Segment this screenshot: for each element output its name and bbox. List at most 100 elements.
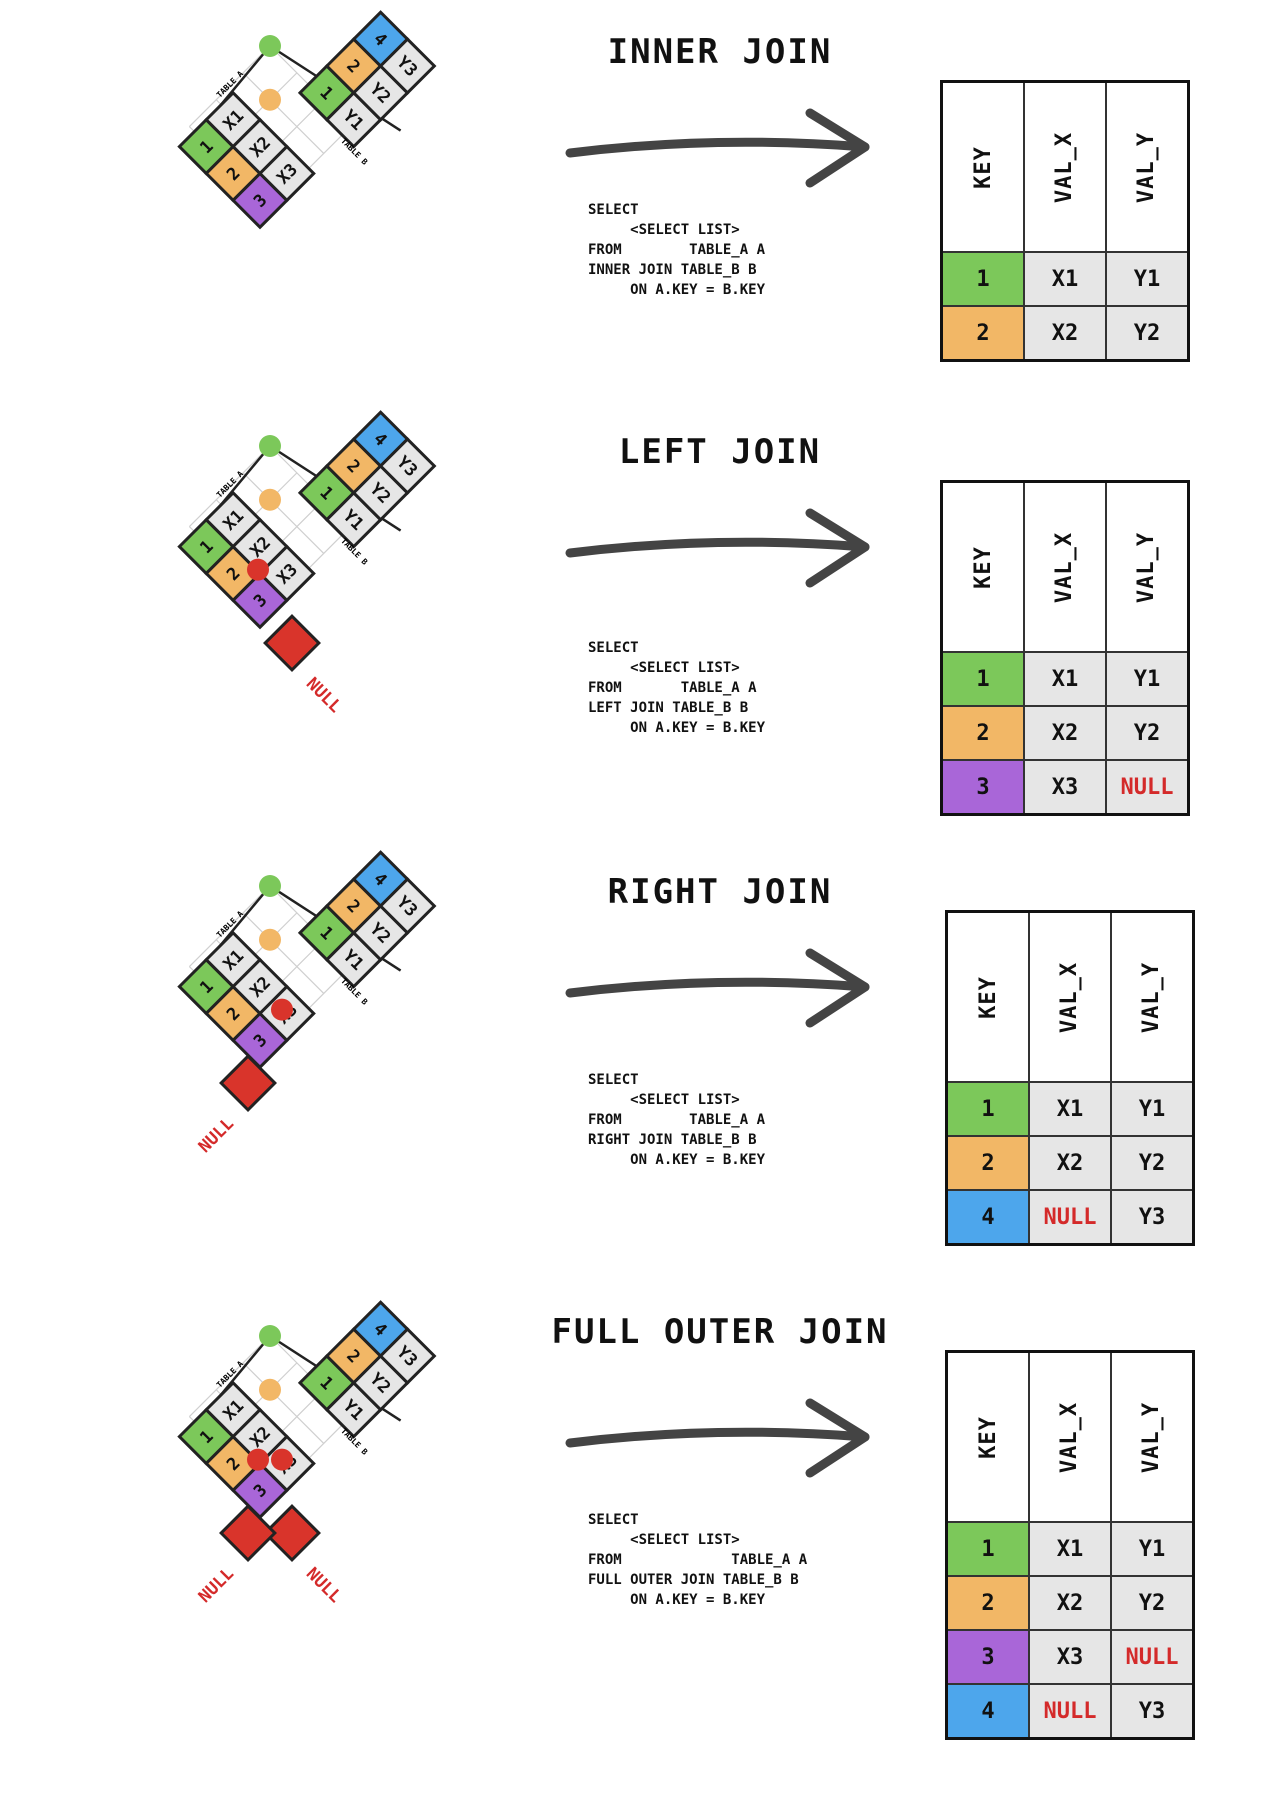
- b-value-cell-bg: [378, 877, 437, 935]
- val-y-cell: Y1: [1110, 1521, 1195, 1577]
- key-cell: 2: [945, 1135, 1030, 1191]
- column-header-label: VAL_X: [1052, 131, 1078, 203]
- key-cell: 3: [940, 759, 1025, 816]
- column-header-label: VAL_Y: [1134, 131, 1160, 203]
- result-header-row: KEY VAL_X VAL_Y: [940, 80, 1190, 253]
- column-header-label: VAL_Y: [1134, 531, 1160, 603]
- column-header: VAL_Y: [1110, 1350, 1195, 1523]
- result-header-row: KEY VAL_X VAL_Y: [945, 1350, 1195, 1523]
- val-x-cell: X1: [1023, 651, 1107, 707]
- key-cell: 2: [945, 1575, 1030, 1631]
- key-cell: 4: [945, 1189, 1030, 1246]
- val-x-cell: X2: [1028, 1135, 1112, 1191]
- null-label: NULL: [195, 1114, 238, 1157]
- grid-line: [242, 72, 325, 154]
- match-dot-key1: [259, 1325, 281, 1347]
- match-dot-key1: [259, 875, 281, 897]
- column-header: KEY: [945, 1350, 1030, 1523]
- join-title: LEFT JOIN: [618, 432, 822, 472]
- val-x-cell: X2: [1028, 1575, 1112, 1631]
- null-label: NULL: [302, 1564, 345, 1607]
- join-title: RIGHT JOIN: [607, 872, 833, 912]
- join-title: INNER JOIN: [607, 32, 833, 72]
- column-header: KEY: [940, 80, 1025, 253]
- grid-line: [242, 1362, 325, 1444]
- join-title: FULL OUTER JOIN: [551, 1312, 889, 1352]
- column-header-label: KEY: [970, 545, 996, 589]
- key-cell: 2: [940, 305, 1025, 362]
- null-block: [219, 1054, 277, 1113]
- val-y-cell: Y2: [1110, 1135, 1195, 1191]
- column-header: VAL_X: [1023, 80, 1107, 253]
- val-x-cell: X2: [1023, 305, 1107, 362]
- grid-line: [242, 912, 325, 994]
- arrow-right-icon: [565, 948, 870, 1028]
- b-value-cell-bg: [378, 437, 437, 495]
- result-header-row: KEY VAL_X VAL_Y: [940, 480, 1190, 653]
- val-y-cell: Y1: [1110, 1081, 1195, 1137]
- val-y-cell: Y2: [1110, 1575, 1195, 1631]
- val-y-cell: Y3: [1110, 1189, 1195, 1246]
- match-dot-key2: [259, 88, 281, 111]
- null-label: NULL: [195, 1564, 238, 1607]
- val-y-cell: NULL: [1110, 1629, 1195, 1685]
- grid-line: [188, 1335, 271, 1418]
- val-x-cell: NULL: [1028, 1683, 1112, 1740]
- val-x-cell: NULL: [1028, 1189, 1112, 1246]
- null-block: [219, 1504, 277, 1563]
- grid-line: [188, 885, 271, 968]
- key-cell: 2: [940, 705, 1025, 761]
- grid-line: [242, 472, 325, 554]
- val-y-cell: Y1: [1105, 651, 1190, 707]
- arrow-right-icon: [565, 1398, 870, 1478]
- key-cell: 1: [945, 1521, 1030, 1577]
- match-dot-key2: [259, 488, 281, 511]
- key-cell: 4: [945, 1683, 1030, 1740]
- column-header: VAL_X: [1023, 480, 1107, 653]
- column-header-label: VAL_X: [1052, 531, 1078, 603]
- sql-code: SELECT <SELECT LIST> FROM TABLE_A A LEFT…: [588, 640, 766, 736]
- column-header: VAL_Y: [1105, 80, 1190, 253]
- key-cell: 1: [945, 1081, 1030, 1137]
- arrow-right-icon: [565, 108, 870, 188]
- key-cell: 1: [940, 651, 1025, 707]
- val-y-cell: Y1: [1105, 251, 1190, 307]
- match-dot-key1: [259, 435, 281, 457]
- val-y-cell: Y2: [1105, 705, 1190, 761]
- grid-line: [188, 45, 271, 128]
- unmatched-dot: [271, 998, 293, 1021]
- val-x-cell: X1: [1028, 1521, 1112, 1577]
- key-cell: 3: [945, 1629, 1030, 1685]
- val-x-cell: X1: [1028, 1081, 1112, 1137]
- val-x-cell: X1: [1023, 251, 1107, 307]
- column-header: VAL_X: [1028, 910, 1112, 1083]
- sql-code: SELECT <SELECT LIST> FROM TABLE_A A RIGH…: [588, 1072, 766, 1168]
- val-x-cell: X2: [1023, 705, 1107, 761]
- val-x-cell: X3: [1023, 759, 1107, 816]
- column-header-label: VAL_X: [1057, 1401, 1083, 1473]
- column-header: KEY: [945, 910, 1030, 1083]
- null-block: [263, 614, 321, 673]
